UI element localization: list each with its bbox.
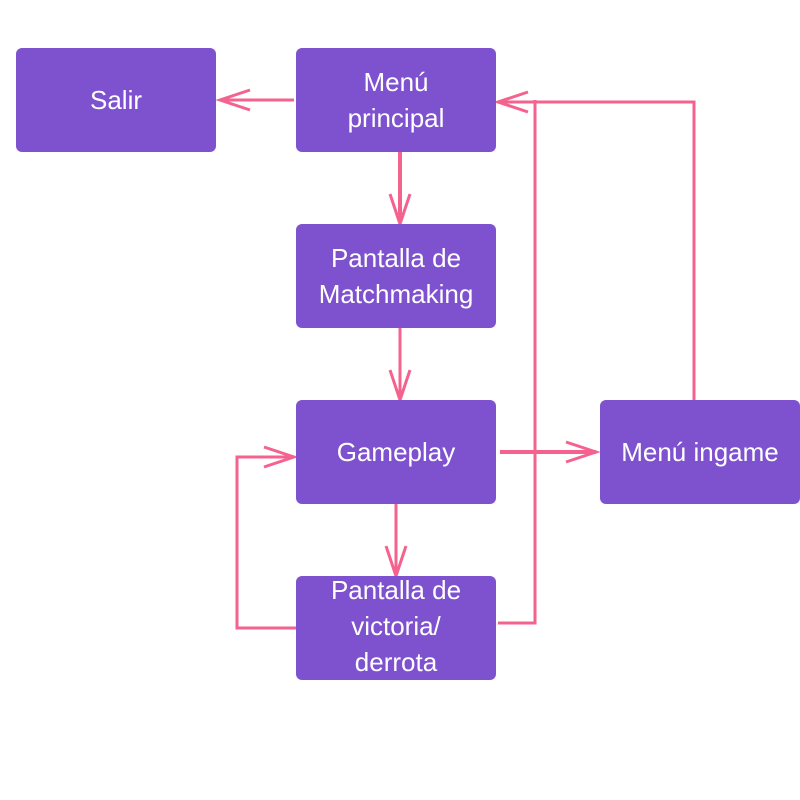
edge-menu-to-salir [215,88,294,112]
node-gameplay[interactable]: Gameplay [296,400,496,504]
node-menu-ingame[interactable]: Menú ingame [600,400,800,504]
node-salir[interactable]: Salir [16,48,216,152]
edge-ingame-to-menu [493,90,696,400]
edge-gameplay-to-victoria [384,504,408,581]
edge-victoria-to-gameplay [235,445,299,630]
edge-victoria-to-menu [498,100,537,625]
node-victoria-derrota-label: Pantalla de victoria/ derrota [330,575,462,677]
node-menu-principal[interactable]: Menú principal [296,48,496,152]
node-victoria-derrota[interactable]: Pantalla de victoria/ derrota [296,575,496,680]
edge-matchmaking-to-gameplay [388,328,412,405]
node-matchmaking-label: Pantalla de Matchmaking [318,243,474,309]
node-menu-ingame-label: Menú ingame [621,437,779,467]
edge-menu-to-matchmaking [388,152,412,229]
node-salir-label: Salir [89,85,142,115]
node-menu-principal-label: Menú principal [347,67,445,133]
node-matchmaking[interactable]: Pantalla de Matchmaking [296,224,496,328]
edge-gameplay-to-ingame [500,440,601,464]
node-gameplay-label: Gameplay [336,437,456,467]
